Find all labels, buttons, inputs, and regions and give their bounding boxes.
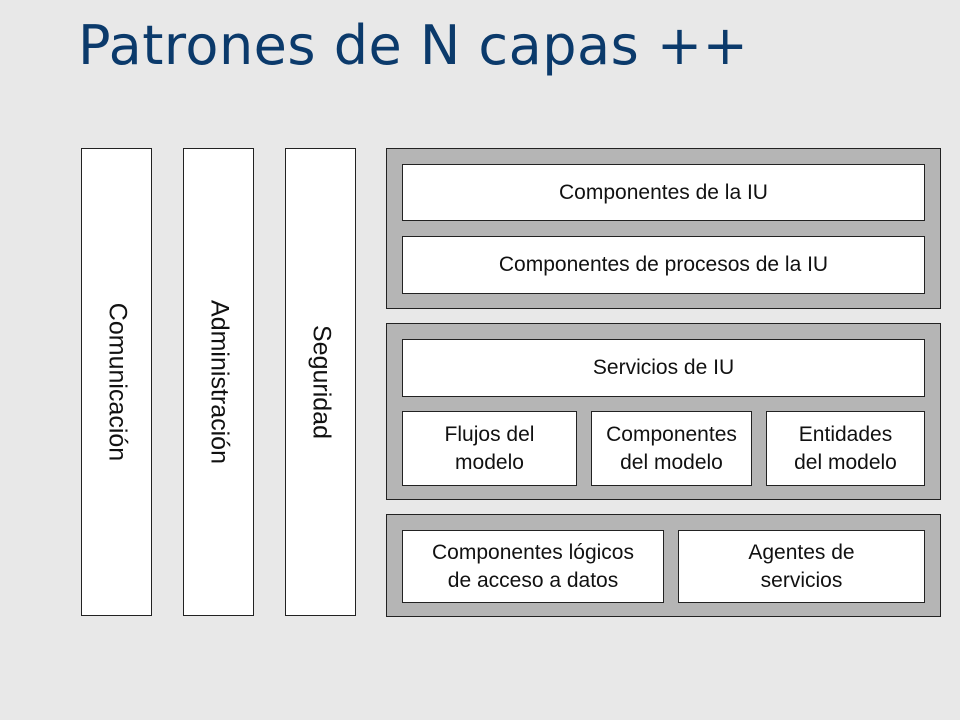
page-title: Patrones de N capas ++ — [78, 14, 749, 77]
presentation-layer: Componentes de la IU Componentes de proc… — [386, 148, 941, 309]
business-layer: Servicios de IU Flujos del modelo Compon… — [386, 323, 941, 500]
service-agents-line-1: Agentes de — [748, 540, 855, 564]
ui-services-box: Servicios de IU — [402, 339, 925, 397]
model-entities-line-2: del modelo — [794, 450, 897, 474]
ui-services-label: Servicios de IU — [592, 356, 735, 379]
ui-components-box: Componentes de la IU — [402, 164, 925, 221]
model-components-line-2: del modelo — [620, 450, 723, 474]
crosscutting-administration: Administración — [183, 148, 254, 616]
model-entities-line-1: Entidades — [798, 422, 893, 446]
data-access-components-line-2: de acceso a datos — [447, 568, 619, 592]
data-access-components-line-1: Componentes lógicos — [432, 540, 634, 564]
model-components-box: Componentes del modelo — [591, 411, 752, 486]
crosscutting-communication: Comunicación — [81, 148, 152, 616]
service-agents-box: Agentes de servicios — [678, 530, 925, 603]
model-components-line-1: Componentes — [606, 422, 737, 446]
crosscutting-communication-label: Comunicación — [103, 302, 131, 462]
crosscutting-administration-label: Administración — [205, 300, 233, 464]
crosscutting-security-label: Seguridad — [307, 325, 335, 439]
model-flows-line-2: modelo — [455, 450, 524, 474]
model-flows-line-1: Flujos del — [444, 422, 535, 446]
data-layer: Componentes lógicos de acceso a datos Ag… — [386, 514, 941, 617]
ui-components-label: Componentes de la IU — [559, 180, 768, 204]
model-flows-box: Flujos del modelo — [402, 411, 577, 486]
model-entities-box: Entidades del modelo — [766, 411, 925, 486]
ui-process-components-box: Componentes de procesos de la IU — [402, 236, 925, 294]
service-agents-line-2: servicios — [760, 568, 843, 592]
crosscutting-security: Seguridad — [285, 148, 356, 616]
ui-process-components-label: Componentes de procesos de la IU — [498, 253, 829, 276]
data-access-components-box: Componentes lógicos de acceso a datos — [402, 530, 664, 603]
